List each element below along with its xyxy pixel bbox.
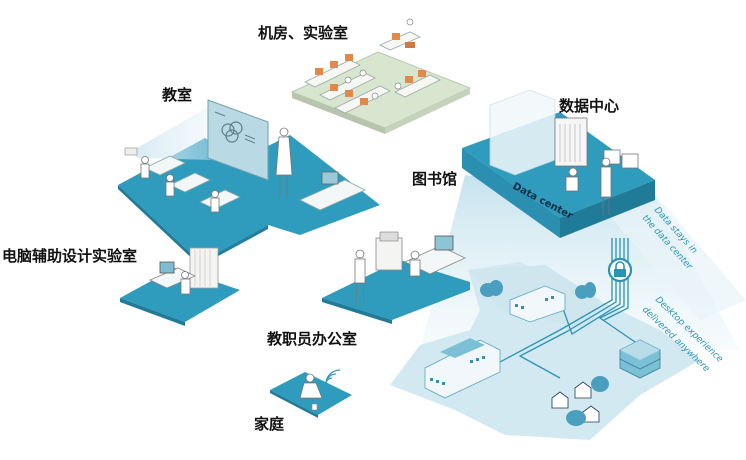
home-platform xyxy=(270,369,352,418)
faculty-office-platform xyxy=(322,231,470,324)
server-rack-ghost xyxy=(489,89,556,176)
server-rack-icon xyxy=(554,117,588,167)
dc-technicians xyxy=(565,157,612,215)
office-worker-figure xyxy=(409,250,421,277)
teacher-figure xyxy=(275,127,293,198)
bookshelf xyxy=(189,247,219,289)
building-icon xyxy=(424,285,566,399)
printer-cabinet xyxy=(375,237,403,271)
students xyxy=(140,156,220,213)
label-classroom: 教室 xyxy=(162,86,193,104)
wifi-signal-icon xyxy=(325,369,341,385)
classroom-platform xyxy=(118,99,380,266)
lab-people xyxy=(344,18,414,100)
server-icon xyxy=(619,339,661,379)
projector-icon xyxy=(124,147,138,156)
label-cad-lab: 电脑辅助设计实验室 xyxy=(2,247,138,265)
label-library: 图书馆 xyxy=(412,170,458,188)
standing-staff-figure xyxy=(354,249,366,306)
projector-beam xyxy=(130,106,212,160)
cad-monitor-icon xyxy=(159,261,175,274)
cad-user-figure xyxy=(180,271,191,295)
tree-icon xyxy=(480,280,609,426)
cad-lab-platform xyxy=(120,247,240,326)
whiteboard xyxy=(207,99,269,181)
home-user-figure xyxy=(299,373,323,399)
house-icon xyxy=(551,381,600,423)
lock-icon xyxy=(607,257,633,283)
label-faculty-office: 教职员办公室 xyxy=(267,330,358,348)
computer-lab-platform xyxy=(290,18,472,134)
printer-icon xyxy=(379,231,399,242)
label-data-center: 数据中心 xyxy=(559,97,620,115)
venn-diagram-icon xyxy=(221,121,243,143)
student-desks xyxy=(144,155,366,211)
label-computer-lab: 机房、实验室 xyxy=(258,24,349,42)
office-monitor-icon xyxy=(434,235,454,251)
lab-monitors xyxy=(315,33,426,105)
monitor-icon xyxy=(321,171,339,185)
label-home: 家庭 xyxy=(254,415,285,433)
